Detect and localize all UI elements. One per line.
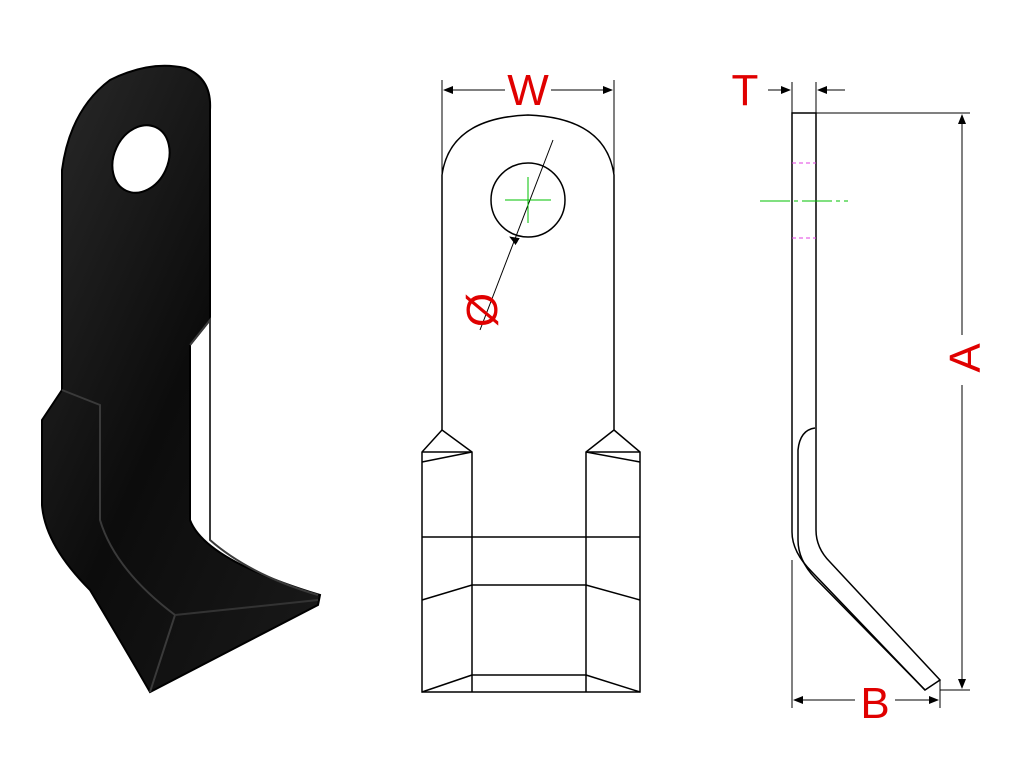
width-label: W — [507, 66, 549, 115]
isometric-blade-view — [41, 64, 322, 694]
diameter-label: Ø — [458, 293, 507, 327]
length-label: A — [941, 343, 990, 373]
side-centerline — [760, 162, 848, 239]
side-view — [768, 82, 970, 708]
thickness-label: T — [732, 66, 759, 115]
bend-label: B — [860, 679, 889, 728]
front-view — [421, 80, 641, 693]
hole-centerline — [505, 177, 551, 223]
mounting-hole — [111, 124, 171, 194]
